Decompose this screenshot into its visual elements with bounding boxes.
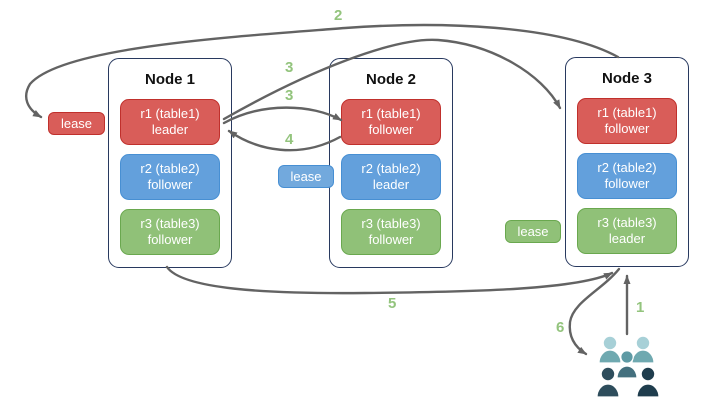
node-1-title: Node 1 xyxy=(144,71,195,88)
lease-badge-r3: lease xyxy=(505,220,561,243)
node-1: Node 1 r1 (table1) leader r2 (table2) fo… xyxy=(108,58,232,268)
step-label-4: 4 xyxy=(285,131,294,148)
step-label-3a: 3 xyxy=(285,59,294,76)
node-1-replica-r3-follower: r3 (table3) follower xyxy=(120,209,220,255)
replica-range-label: r1 (table1) xyxy=(361,106,421,121)
step-label-3b: 3 xyxy=(285,87,294,104)
node-3-replica-r3-leader: r3 (table3) leader xyxy=(577,208,677,254)
node-2-replica-r1-follower: r1 (table1) follower xyxy=(341,99,441,145)
replica-role-label: follower xyxy=(147,232,193,247)
replica-role-label: follower xyxy=(604,121,650,136)
lease-badge-r2: lease xyxy=(278,165,334,188)
users-icon xyxy=(596,335,660,398)
step-label-5: 5 xyxy=(388,295,397,312)
step-label-2: 2 xyxy=(334,7,343,24)
replica-range-label: r2 (table2) xyxy=(597,160,657,175)
node-2-replica-r3-follower: r3 (table3) follower xyxy=(341,209,441,255)
replica-role-label: follower xyxy=(604,176,650,191)
node-2-title: Node 2 xyxy=(365,71,416,88)
replica-range-label: r3 (table3) xyxy=(140,216,200,231)
node-2-replica-r2-leader: r2 (table2) leader xyxy=(341,154,441,200)
node-3-replica-r2-follower: r2 (table2) follower xyxy=(577,153,677,199)
node-3-replica-r1-follower: r1 (table1) follower xyxy=(577,98,677,144)
arrow-step-3-leader-to-node2-follower xyxy=(222,106,343,125)
node-3-title: Node 3 xyxy=(601,70,652,87)
replica-range-label: r1 (table1) xyxy=(597,105,657,120)
replica-role-label: leader xyxy=(151,122,189,137)
replica-role-label: leader xyxy=(372,177,410,192)
node-3: Node 3 r1 (table1) follower r2 (table2) … xyxy=(565,57,689,267)
node-2: Node 2 r1 (table1) follower r2 (table2) … xyxy=(329,58,453,268)
replica-role-label: follower xyxy=(147,177,193,192)
replica-range-label: r2 (table2) xyxy=(140,161,200,176)
replica-role-label: follower xyxy=(368,122,414,137)
step-label-1: 1 xyxy=(636,299,645,316)
step-label-6: 6 xyxy=(556,319,565,336)
replica-role-label: follower xyxy=(368,232,414,247)
lease-badge-r1: lease xyxy=(48,112,105,135)
replica-range-label: r3 (table3) xyxy=(361,216,421,231)
node-1-replica-r1-leader: r1 (table1) leader xyxy=(120,99,220,145)
replica-range-label: r1 (table1) xyxy=(140,106,200,121)
replica-range-label: r3 (table3) xyxy=(597,215,657,230)
arrow-step-5-leaseholder-to-gateway xyxy=(165,265,614,295)
replica-role-label: leader xyxy=(608,231,646,246)
replica-range-label: r2 (table2) xyxy=(361,161,421,176)
node-1-replica-r2-follower: r2 (table2) follower xyxy=(120,154,220,200)
